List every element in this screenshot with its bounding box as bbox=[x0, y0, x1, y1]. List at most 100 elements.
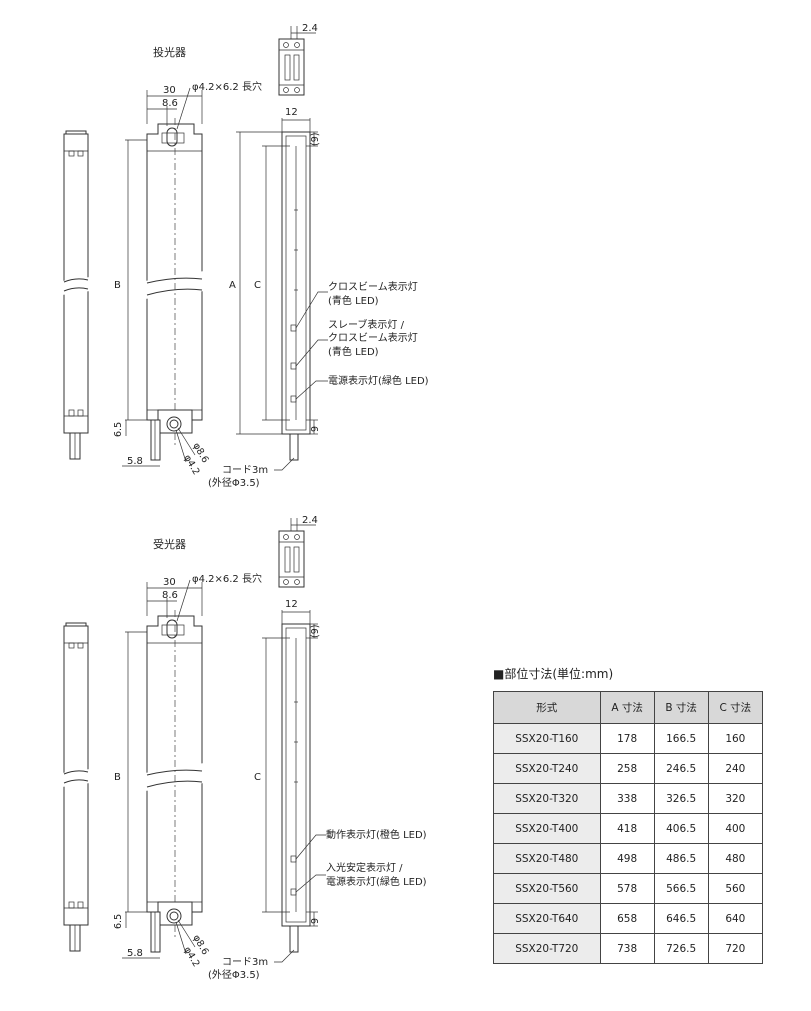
receiver-side-view bbox=[62, 622, 90, 952]
callout-operation: 動作表示灯(橙色 LED) bbox=[326, 828, 427, 841]
dim-hole: φ4.2×6.2 長穴 bbox=[192, 80, 262, 93]
cell-a: 658 bbox=[599, 903, 655, 934]
rx-dim-bottom-offset: 6.5 bbox=[113, 914, 124, 929]
cell-b: 326.5 bbox=[653, 783, 709, 814]
table-row: SSX20-T560 578 566.5 560 bbox=[493, 873, 764, 904]
rx-dim-bottom-margin: 9 bbox=[310, 918, 321, 924]
rx-dim-cable-offset: 5.8 bbox=[127, 948, 143, 959]
dim-width: 30 bbox=[163, 85, 176, 96]
cell-a: 738 bbox=[599, 933, 655, 964]
table-header-row: 形式 A 寸法 B 寸法 C 寸法 bbox=[493, 691, 764, 724]
table-row: SSX20-T160 178 166.5 160 bbox=[493, 723, 764, 754]
rx-dim-hole: φ4.2×6.2 長穴 bbox=[192, 572, 262, 585]
rx-dim-c: C bbox=[254, 772, 261, 783]
cell-c: 160 bbox=[707, 723, 764, 754]
emitter-side-view bbox=[62, 130, 90, 460]
cell-b: 566.5 bbox=[653, 873, 709, 904]
cell-c: 720 bbox=[707, 933, 764, 964]
dim-cable-offset: 5.8 bbox=[127, 456, 143, 467]
emitter-cable: コード3m bbox=[222, 465, 268, 476]
dim-bottom-offset: 6.5 bbox=[113, 422, 124, 437]
cell-model: SSX20-T400 bbox=[493, 813, 601, 844]
rx-dim-b: B bbox=[114, 772, 121, 783]
cell-c: 240 bbox=[707, 753, 764, 784]
callout-crossbeam-sub: (青色 LED) bbox=[328, 294, 379, 307]
spec-table-title: ■部位寸法(単位:mm) bbox=[493, 667, 614, 681]
emitter-drawing: 投光器 bbox=[62, 23, 429, 489]
col-c: C 寸法 bbox=[707, 691, 764, 724]
callout-slave-sub: クロスビーム表示灯 bbox=[328, 331, 418, 344]
emitter-cable-dia: (外径Φ3.5) bbox=[208, 476, 260, 489]
cell-a: 338 bbox=[599, 783, 655, 814]
receiver-lens-view bbox=[281, 623, 311, 953]
spec-table-section: ■部位寸法(単位:mm) 形式 A 寸法 B 寸法 C 寸法 SSX20-T16… bbox=[493, 665, 765, 964]
emitter-top-view: 2.4 bbox=[278, 23, 318, 96]
receiver-bottom-hole-inner bbox=[169, 911, 179, 921]
cell-a: 258 bbox=[599, 753, 655, 784]
cell-model: SSX20-T240 bbox=[493, 753, 601, 784]
cell-c: 640 bbox=[707, 903, 764, 934]
dim-bottom-margin: 9 bbox=[310, 426, 321, 432]
emitter-title: 投光器 bbox=[153, 45, 186, 59]
cell-model: SSX20-T320 bbox=[493, 783, 601, 814]
rx-dim-width: 30 bbox=[163, 577, 176, 588]
cell-a: 498 bbox=[599, 843, 655, 874]
table-row: SSX20-T480 498 486.5 480 bbox=[493, 843, 764, 874]
table-row: SSX20-T720 738 726.5 720 bbox=[493, 933, 764, 964]
receiver-front-view bbox=[145, 610, 204, 953]
dim-depth: 12 bbox=[285, 107, 298, 118]
receiver-drawing: 受光器 bbox=[62, 515, 427, 981]
emitter-lens-view bbox=[281, 131, 311, 461]
cell-model: SSX20-T720 bbox=[493, 933, 601, 964]
callout-crossbeam: クロスビーム表示灯 bbox=[328, 280, 418, 293]
dim-top-margin: (9) bbox=[310, 133, 321, 146]
callout-slave-led: (青色 LED) bbox=[328, 345, 379, 358]
cell-c: 400 bbox=[707, 813, 764, 844]
callout-stability-sub: 電源表示灯(緑色 LED) bbox=[326, 875, 427, 888]
receiver-callouts: 動作表示灯(橙色 LED) 入光安定表示灯 / 電源表示灯(緑色 LED) コー… bbox=[208, 828, 427, 981]
callout-slave: スレーブ表示灯 / bbox=[328, 318, 405, 331]
cell-b: 726.5 bbox=[653, 933, 709, 964]
table-row: SSX20-T640 658 646.5 640 bbox=[493, 903, 764, 934]
cell-c: 480 bbox=[707, 843, 764, 874]
cell-a: 578 bbox=[599, 873, 655, 904]
receiver-bottom-hole-outer bbox=[166, 908, 182, 924]
emitter-callouts: クロスビーム表示灯 (青色 LED) スレーブ表示灯 / クロスビーム表示灯 (… bbox=[208, 280, 429, 489]
col-a: A 寸法 bbox=[599, 691, 655, 724]
dim-c: C bbox=[254, 280, 261, 291]
receiver-top-view: 2.4 bbox=[278, 515, 318, 588]
rx-dim-top-margin: (9) bbox=[310, 625, 321, 638]
spec-table: 形式 A 寸法 B 寸法 C 寸法 SSX20-T160 178 166.5 1… bbox=[493, 691, 764, 964]
dim-side-thickness: 2.4 bbox=[302, 23, 318, 34]
receiver-cable-dia: (外径Φ3.5) bbox=[208, 968, 260, 981]
cell-b: 166.5 bbox=[653, 723, 709, 754]
table-row: SSX20-T320 338 326.5 320 bbox=[493, 783, 764, 814]
table-row: SSX20-T400 418 406.5 400 bbox=[493, 813, 764, 844]
cell-c: 320 bbox=[707, 783, 764, 814]
col-b: B 寸法 bbox=[653, 691, 709, 724]
table-row: SSX20-T240 258 246.5 240 bbox=[493, 753, 764, 784]
receiver-mount-hole bbox=[166, 619, 178, 639]
cell-model: SSX20-T640 bbox=[493, 903, 601, 934]
cell-b: 246.5 bbox=[653, 753, 709, 784]
cell-c: 560 bbox=[707, 873, 764, 904]
dim-b: B bbox=[114, 280, 121, 291]
emitter-mount-hole bbox=[166, 127, 178, 147]
dim-hole-offset: 8.6 bbox=[162, 98, 178, 109]
rx-dim-hole-offset: 8.6 bbox=[162, 590, 178, 601]
emitter-front-view bbox=[145, 118, 204, 461]
cell-a: 418 bbox=[599, 813, 655, 844]
cell-b: 486.5 bbox=[653, 843, 709, 874]
cell-b: 406.5 bbox=[653, 813, 709, 844]
emitter-bottom-hole-inner bbox=[169, 419, 179, 429]
cell-a: 178 bbox=[599, 723, 655, 754]
cell-model: SSX20-T480 bbox=[493, 843, 601, 874]
callout-power: 電源表示灯(緑色 LED) bbox=[328, 374, 429, 387]
cell-model: SSX20-T560 bbox=[493, 873, 601, 904]
cell-b: 646.5 bbox=[653, 903, 709, 934]
emitter-bottom-hole-outer bbox=[166, 416, 182, 432]
rx-dim-depth: 12 bbox=[285, 599, 298, 610]
rx-dim-side-thickness: 2.4 bbox=[302, 515, 318, 526]
receiver-cable: コード3m bbox=[222, 957, 268, 968]
